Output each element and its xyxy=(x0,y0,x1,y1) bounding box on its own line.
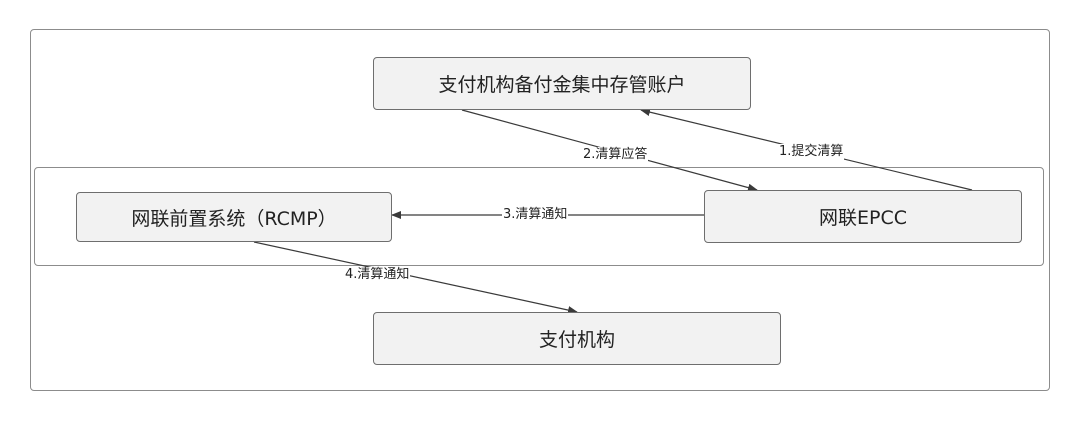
node-epcc: 网联EPCC xyxy=(704,190,1022,243)
edge-label-clearing-notice-3: 3.清算通知 xyxy=(502,207,569,223)
edge-label-clearing-notice-4: 4.清算通知 xyxy=(344,267,411,283)
node-reserve-account: 支付机构备付金集中存管账户 xyxy=(373,57,751,110)
edge-4-clearing-notice xyxy=(253,241,578,315)
node-rcmp: 网联前置系统（RCMP） xyxy=(76,192,392,242)
edge-label-submit-clearing: 1.提交清算 xyxy=(778,144,845,160)
edge-label-clearing-response: 2.清算应答 xyxy=(582,147,649,163)
node-payment-institution: 支付机构 xyxy=(373,312,781,365)
inner-frame xyxy=(34,167,1044,266)
outer-frame xyxy=(30,29,1050,391)
